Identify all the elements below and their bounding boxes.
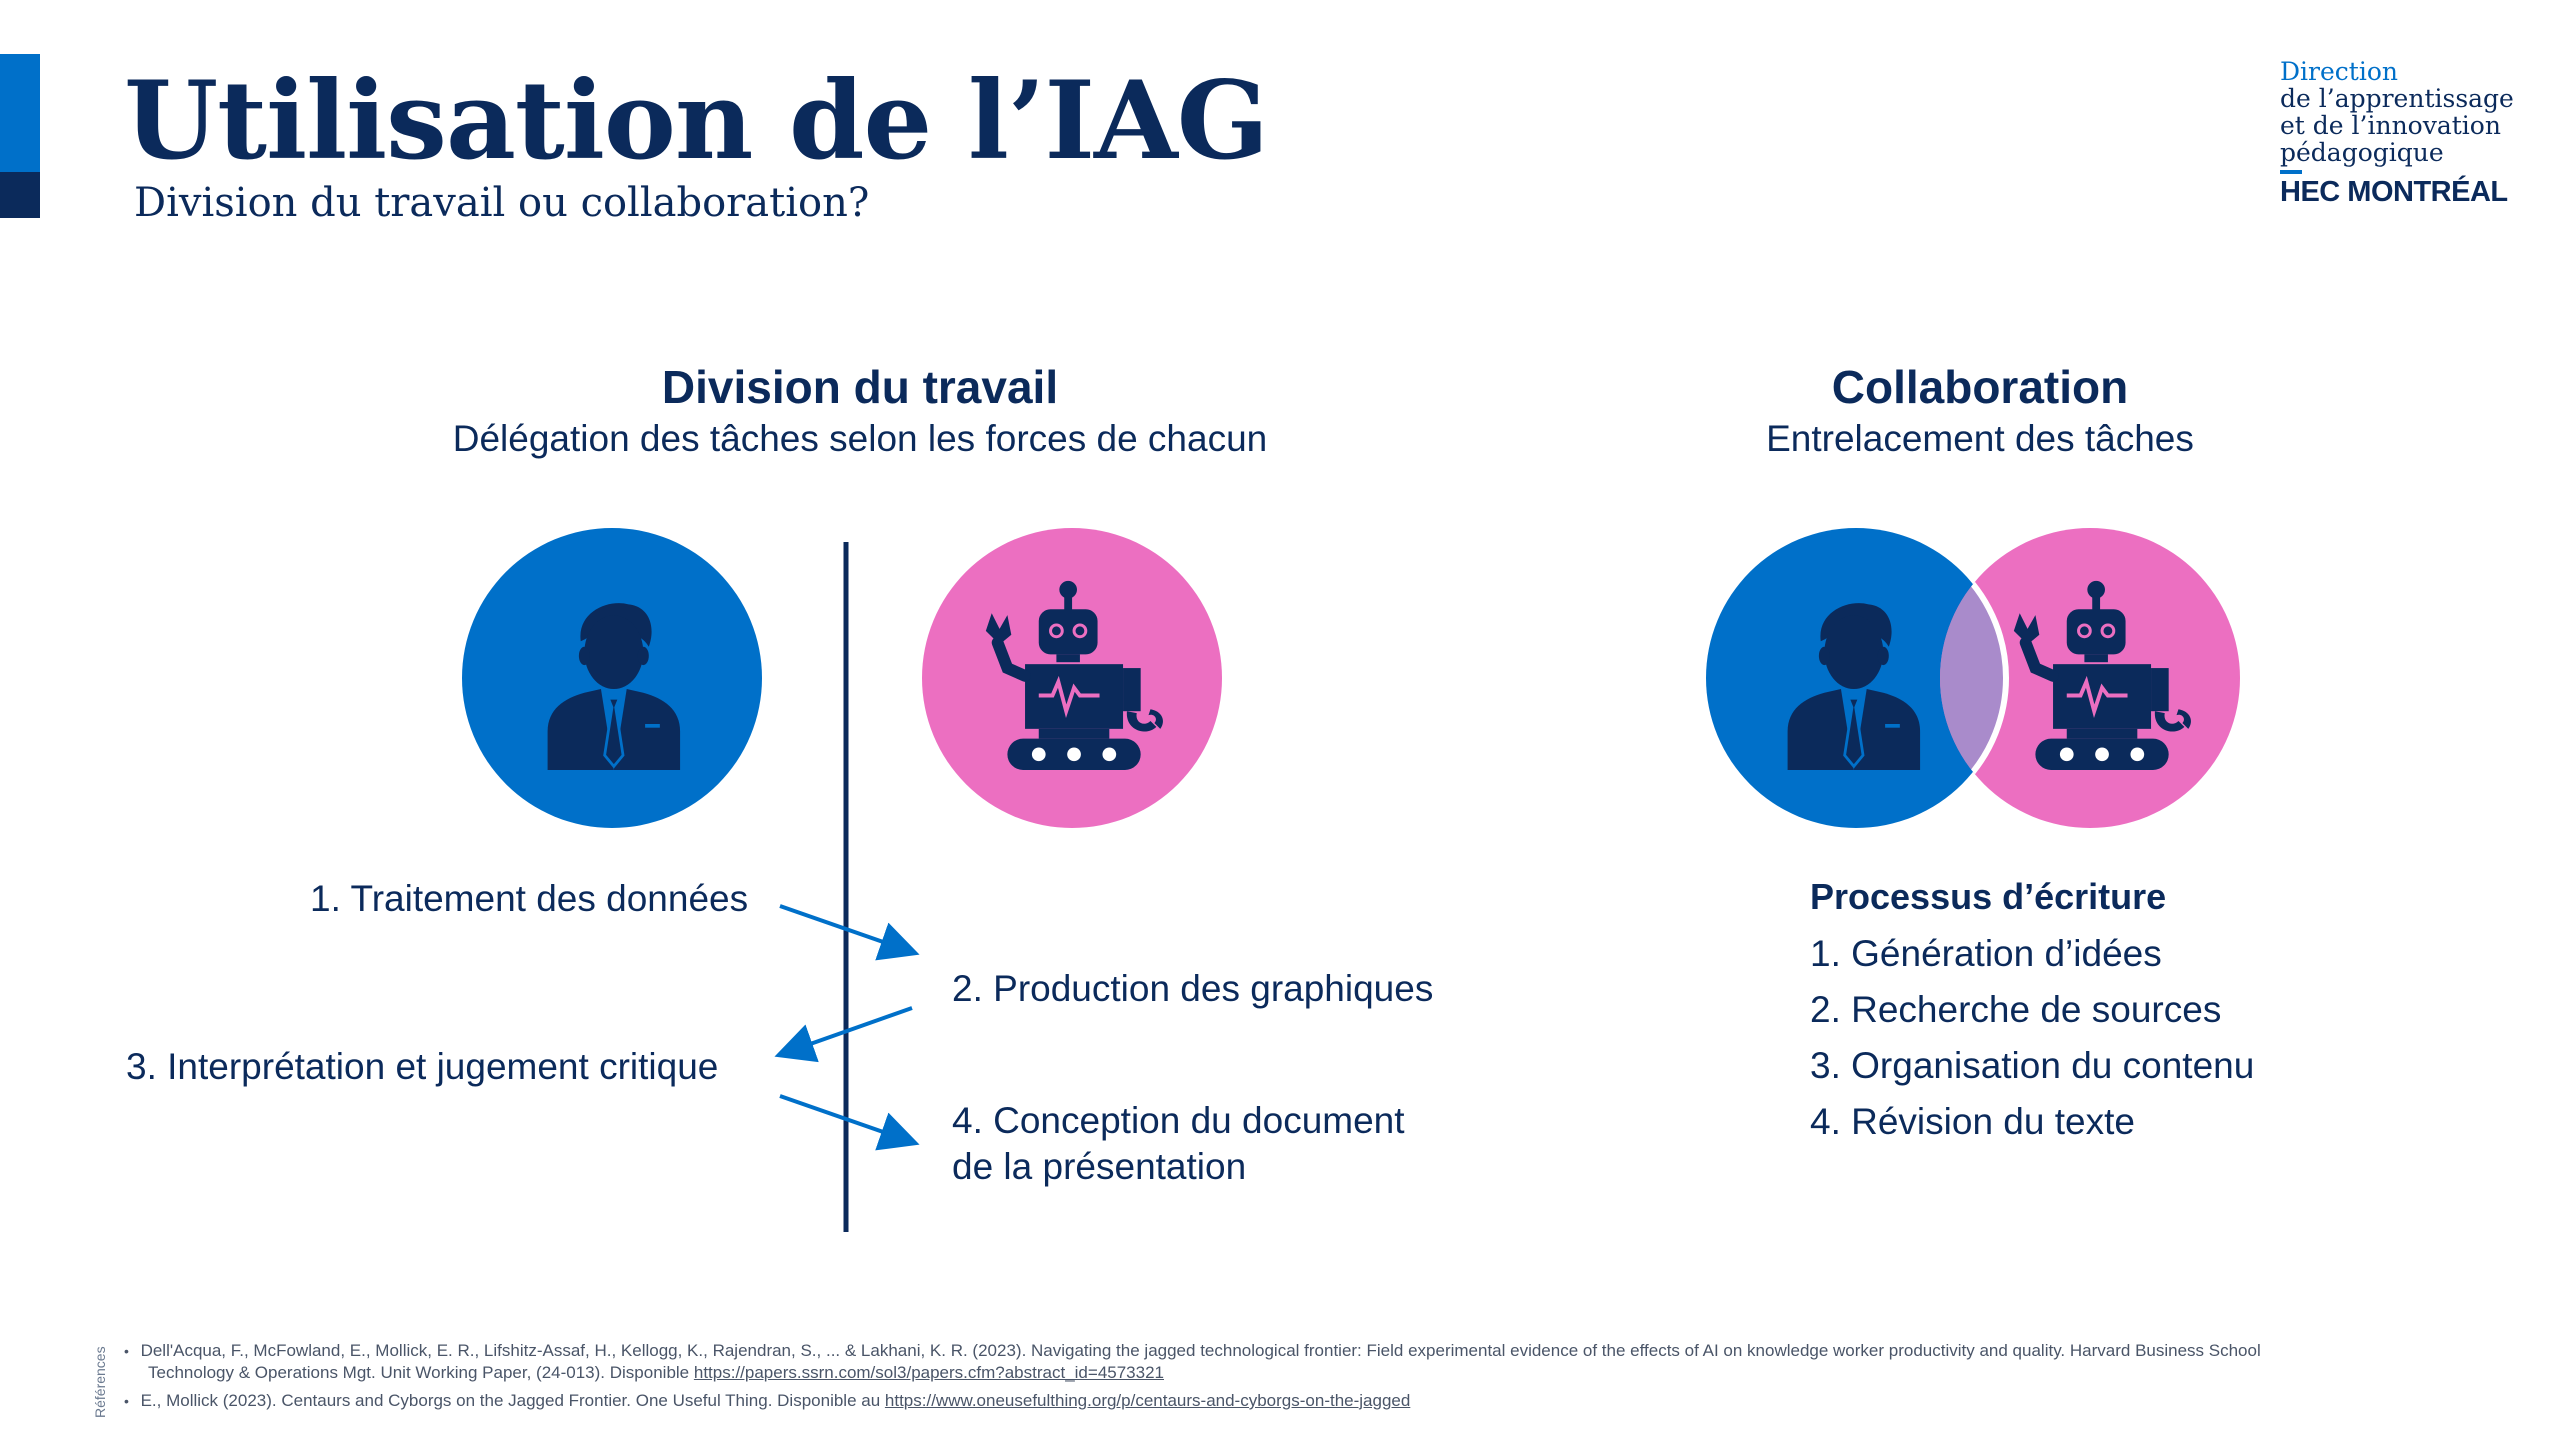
process-item: 3. Organisation du contenu [1810, 1045, 2255, 1086]
page-subtitle: Division du travail ou collaboration? [134, 180, 870, 226]
process-item: 2. Recherche de sources [1810, 989, 2222, 1030]
collaboration-subtitle: Entrelacement des tâches [1766, 418, 2194, 459]
process-list: 1. Génération d’idées 2. Recherche de so… [1810, 926, 2254, 1150]
logo-bar [2280, 170, 2302, 174]
process-title: Processus d’écriture [1810, 876, 2167, 917]
logo-brand: HEC MONTRÉAL [2280, 176, 2508, 208]
logo-line-3: et de l’innovation [2280, 111, 2501, 140]
accent-bar-bottom [0, 172, 40, 218]
process-item: 1. Génération d’idées [1810, 933, 2162, 974]
division-subtitle: Délégation des tâches selon les forces d… [452, 418, 1268, 459]
hec-logo: Direction de l’apprentissage et de l’inn… [2280, 58, 2540, 209]
references-list: • Dell'Acqua, F., McFowland, E., Mollick… [124, 1340, 2261, 1412]
reference-1-link[interactable]: https://papers.ssrn.com/sol3/papers.cfm?… [693, 1363, 1164, 1382]
step-3: 3. Interprétation et jugement critique [126, 1046, 719, 1087]
step-2: 2. Production des graphiques [952, 968, 1434, 1009]
step-1: 1. Traitement des données [310, 878, 749, 919]
step-4-continued: de la présentation [952, 1146, 1247, 1187]
logo-line-2: de l’apprentissage [2280, 84, 2514, 113]
reference-2: • E., Mollick (2023). Centaurs and Cybor… [124, 1391, 1411, 1410]
collaboration-title: Collaboration [1831, 361, 2129, 413]
reference-2-link[interactable]: https://www.oneusefulthing.org/p/centaur… [884, 1391, 1411, 1410]
process-item: 4. Révision du texte [1810, 1101, 2135, 1142]
references-label: Références [92, 1346, 108, 1418]
reference-1-line-2: Technology & Operations Mgt. Unit Workin… [148, 1363, 1164, 1382]
arrow-icon [779, 904, 920, 961]
step-4: 4. Conception du document [952, 1100, 1405, 1141]
arrow-icon [774, 1006, 913, 1063]
reference-1-line-1: • Dell'Acqua, F., McFowland, E., Mollick… [124, 1341, 2261, 1360]
accent-bar-top [0, 54, 40, 172]
logo-line-direction: Direction [2280, 57, 2398, 86]
page-title: Utilisation de l’IAG [124, 58, 1269, 184]
division-title: Division du travail [661, 361, 1059, 413]
logo-line-4: pédagogique [2280, 138, 2444, 167]
arrow-icon [779, 1094, 920, 1151]
